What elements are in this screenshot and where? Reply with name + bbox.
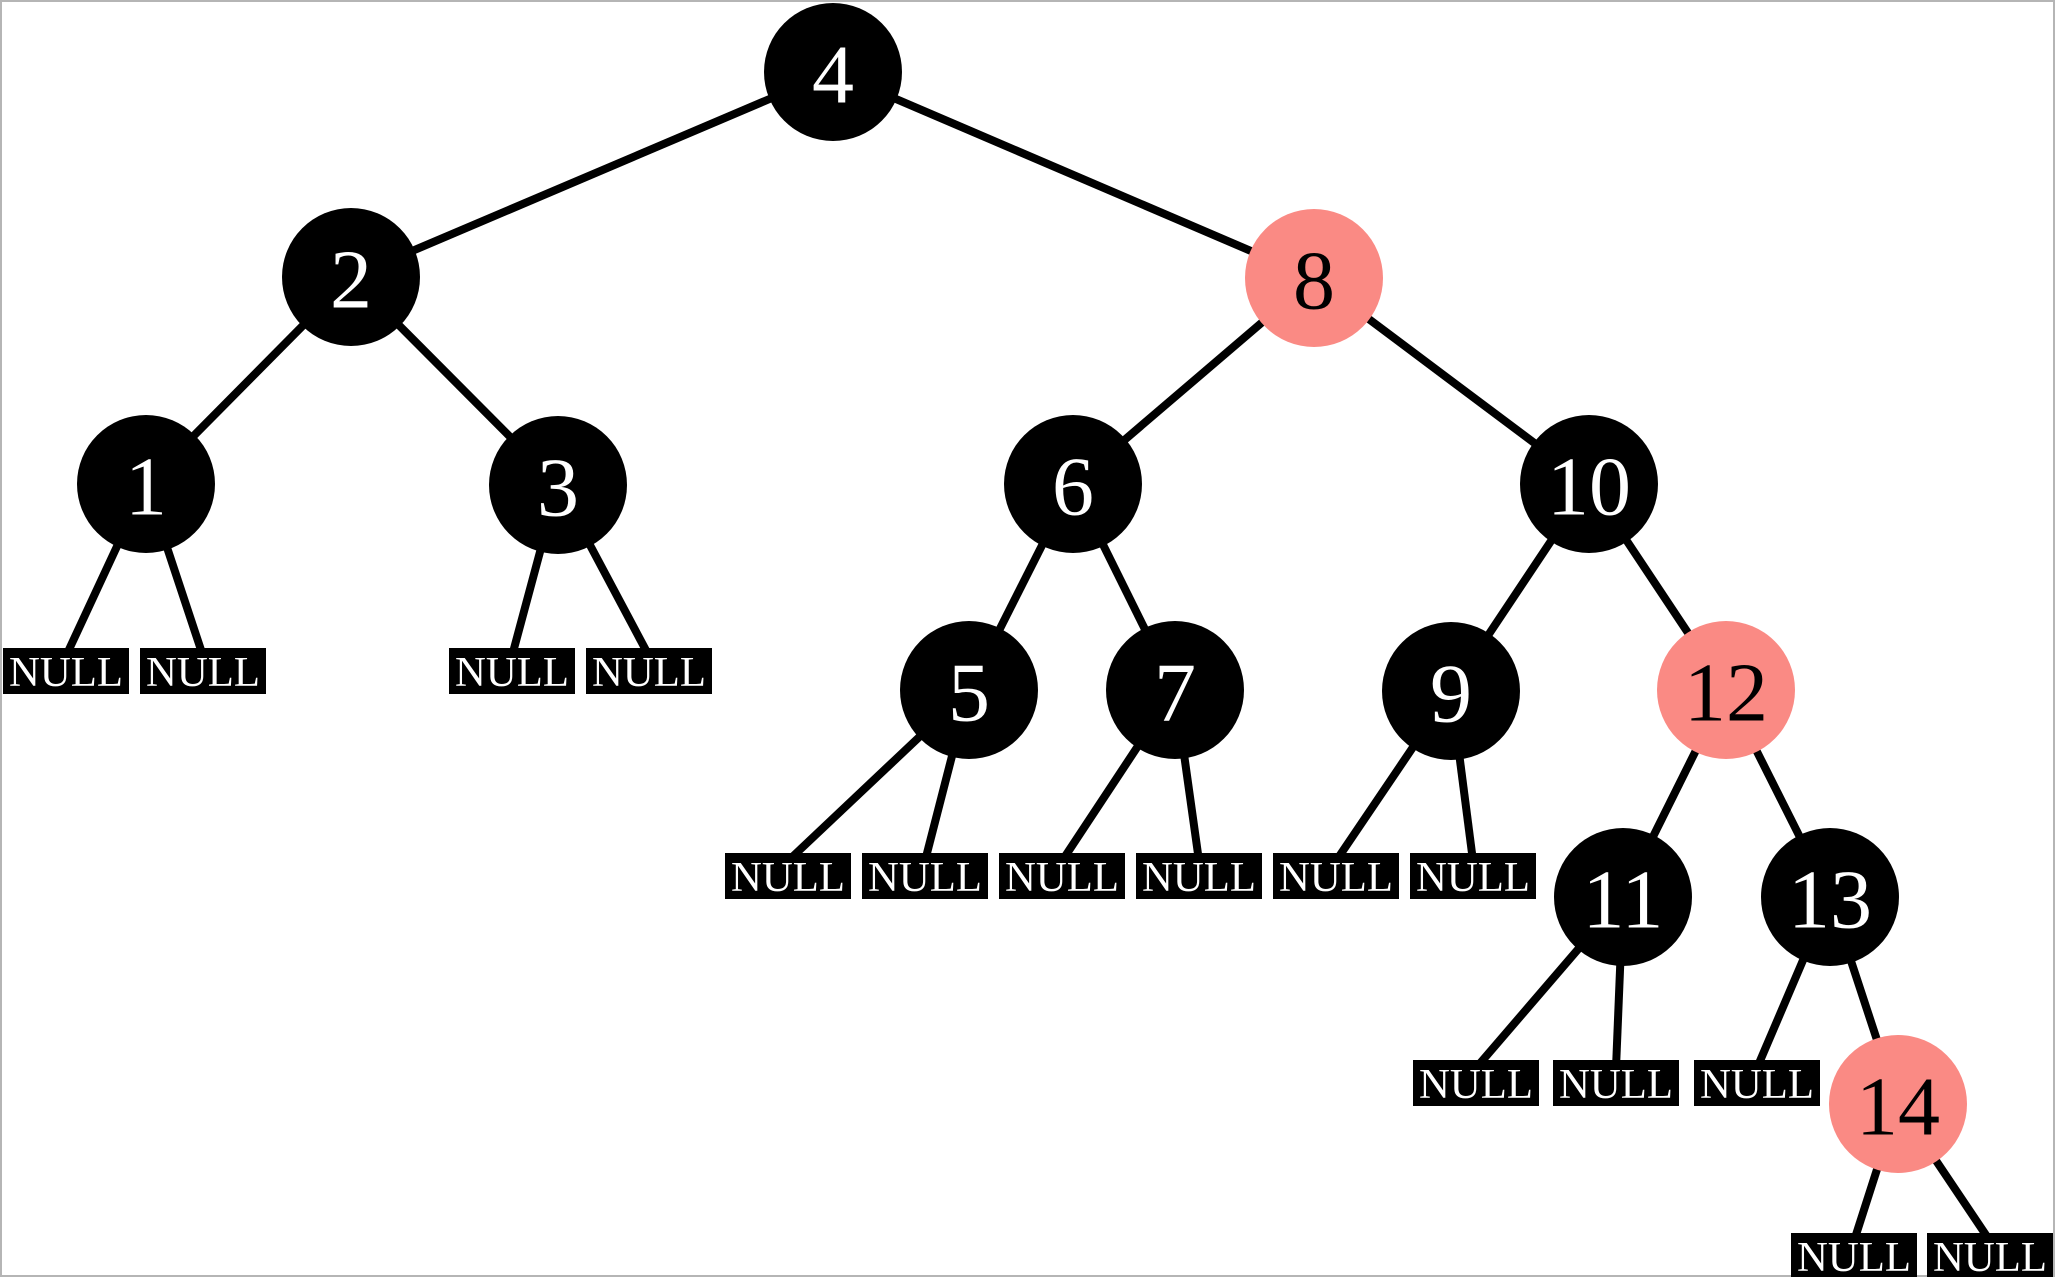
- null-leaf-null-14L: NULL: [1791, 1233, 1917, 1277]
- null-label: NULL: [1416, 855, 1530, 901]
- null-box: [1413, 1060, 1539, 1106]
- tree-node-8: 8: [1245, 209, 1383, 347]
- null-label: NULL: [9, 650, 123, 696]
- null-leaf-null-14R: NULL: [1927, 1233, 2053, 1277]
- tree-node-4: 4: [764, 3, 902, 141]
- node-key-label: 8: [1293, 235, 1335, 328]
- node-key-label: 13: [1788, 854, 1872, 947]
- node-key-label: 12: [1684, 647, 1768, 740]
- node-key-label: 4: [812, 29, 854, 122]
- null-box: [999, 853, 1125, 899]
- node-key-label: 10: [1547, 441, 1631, 534]
- null-label: NULL: [1700, 1062, 1814, 1108]
- tree-node-9: 9: [1382, 622, 1520, 760]
- null-leaf-null-3L: NULL: [449, 648, 575, 696]
- null-box: [1694, 1060, 1820, 1106]
- null-box: [862, 853, 988, 899]
- null-leaf-null-7R: NULL: [1136, 853, 1262, 901]
- null-label: NULL: [1005, 855, 1119, 901]
- null-label: NULL: [1142, 855, 1256, 901]
- node-key-label: 1: [125, 441, 167, 534]
- tree-node-3: 3: [489, 416, 627, 554]
- tree-edge-4-8: [831, 68, 1316, 282]
- null-box: [449, 648, 575, 694]
- null-label: NULL: [592, 650, 706, 696]
- null-box: [1410, 853, 1536, 899]
- black-node-circle: [1520, 415, 1658, 553]
- null-box: [725, 853, 851, 899]
- null-leaf-null-3R: NULL: [586, 648, 712, 696]
- black-node-circle: [489, 416, 627, 554]
- null-leaf-null-1L: NULL: [3, 648, 129, 696]
- black-node-circle: [1382, 622, 1520, 760]
- black-node-circle: [900, 621, 1038, 759]
- black-node-circle: [1004, 415, 1142, 553]
- tree-node-14: 14: [1829, 1035, 1967, 1173]
- node-key-label: 5: [948, 647, 990, 740]
- tree-node-7: 7: [1106, 621, 1244, 759]
- tree-node-5: 5: [900, 621, 1038, 759]
- null-leaf-null-1R: NULL: [140, 648, 266, 696]
- black-node-circle: [1761, 828, 1899, 966]
- null-leaf-null-7L: NULL: [999, 853, 1125, 901]
- node-key-label: 11: [1583, 854, 1664, 947]
- null-label: NULL: [1419, 1062, 1533, 1108]
- node-key-label: 14: [1856, 1061, 1940, 1154]
- null-label: NULL: [1797, 1235, 1911, 1277]
- red-node-circle: [1829, 1035, 1967, 1173]
- node-key-label: 2: [330, 234, 372, 327]
- black-node-circle: [1554, 828, 1692, 966]
- tree-node-10: 10: [1520, 415, 1658, 553]
- tree-node-12: 12: [1657, 621, 1795, 759]
- tree-node-11: 11: [1554, 828, 1692, 966]
- null-leaf-null-11R: NULL: [1553, 1060, 1679, 1108]
- node-key-label: 3: [537, 442, 579, 535]
- null-label: NULL: [455, 650, 569, 696]
- black-node-circle: [764, 3, 902, 141]
- null-leaf-null-9R: NULL: [1410, 853, 1536, 901]
- null-box: [586, 648, 712, 694]
- black-node-circle: [1106, 621, 1244, 759]
- red-node-circle: [1657, 621, 1795, 759]
- red-node-circle: [1245, 209, 1383, 347]
- tree-node-13: 13: [1761, 828, 1899, 966]
- tree-node-2: 2: [282, 208, 420, 346]
- null-leaf-null-9L: NULL: [1273, 853, 1399, 901]
- node-key-label: 6: [1052, 441, 1094, 534]
- null-label: NULL: [1279, 855, 1393, 901]
- null-label: NULL: [731, 855, 845, 901]
- null-leaf-null-5R: NULL: [862, 853, 988, 901]
- black-node-circle: [282, 208, 420, 346]
- null-label: NULL: [868, 855, 982, 901]
- null-label: NULL: [1559, 1062, 1673, 1108]
- null-leaf-null-5L: NULL: [725, 853, 851, 901]
- null-label: NULL: [1933, 1235, 2047, 1277]
- tree-node-6: 6: [1004, 415, 1142, 553]
- null-box: [1927, 1233, 2053, 1277]
- null-leaf-null-11L: NULL: [1413, 1060, 1539, 1108]
- null-box: [1136, 853, 1262, 899]
- null-box: [1553, 1060, 1679, 1106]
- tree-edge-4-2: [349, 68, 835, 281]
- node-key-label: 9: [1430, 648, 1472, 741]
- null-label: NULL: [146, 650, 260, 696]
- tree-node-1: 1: [77, 415, 215, 553]
- null-box: [3, 648, 129, 694]
- node-key-label: 7: [1154, 647, 1196, 740]
- null-leaf-null-13L: NULL: [1694, 1060, 1820, 1108]
- null-box: [140, 648, 266, 694]
- null-box: [1791, 1233, 1917, 1277]
- null-box: [1273, 853, 1399, 899]
- black-node-circle: [77, 415, 215, 553]
